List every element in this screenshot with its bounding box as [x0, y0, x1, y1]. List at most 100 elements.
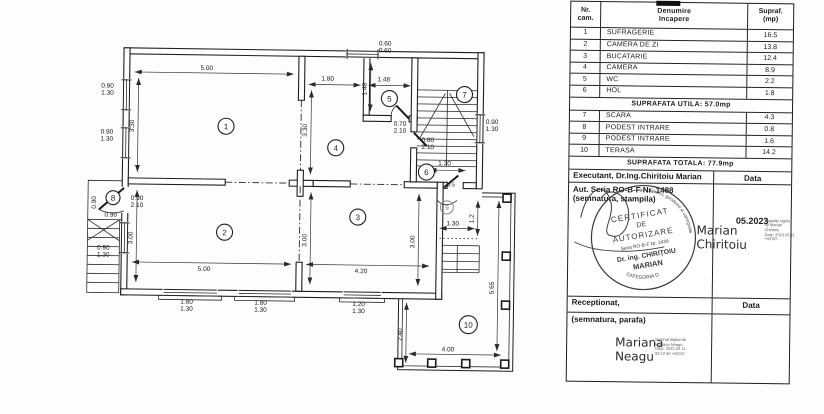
data-label: Data	[711, 298, 790, 315]
room-nr: 10	[569, 144, 600, 156]
dim-label: 1.30	[254, 307, 267, 314]
room-area: 13.8	[746, 41, 793, 53]
walls	[120, 47, 485, 300]
dim-label: 1.30	[352, 308, 365, 315]
room-number: 8	[111, 194, 116, 203]
dim-label: 1.2	[469, 214, 476, 224]
data-label: Data	[713, 171, 792, 185]
wall-stair-west-a	[410, 57, 419, 133]
wall-wc-south-a	[362, 114, 392, 123]
dim-label: 5.00	[200, 65, 213, 72]
room-number: 5	[387, 94, 392, 103]
dim-label: 1.30	[100, 135, 113, 142]
room-area: 12.4	[746, 52, 793, 65]
dim-label: 1.48	[377, 76, 390, 83]
room-name: CAMERA	[606, 64, 638, 72]
room-nr: 6	[570, 85, 601, 97]
scan-artifact	[656, 0, 681, 6]
room-nr: 7	[569, 110, 600, 122]
dim-label: 0.70	[394, 121, 407, 128]
room-nr: 8	[569, 121, 600, 133]
dim-label: 1.48	[361, 82, 368, 95]
dim-label: 4.00	[442, 346, 455, 353]
dim-label: 2.10	[394, 128, 407, 135]
room-number: 4	[333, 144, 338, 153]
receptionat-label: Receptionat,	[571, 297, 620, 308]
room-name: SUFRAGERIE	[606, 29, 655, 38]
room-nr: 1	[570, 27, 602, 39]
doors	[98, 104, 459, 214]
autorizatie-text: Aut. Seria RO-B-F Nr. 1488 (semnatura, s…	[568, 182, 713, 297]
dim-label: 0.60	[379, 40, 392, 47]
legend-panel: Nr. cam. Denumire Incapere Supraf. (mp) …	[565, 0, 795, 385]
dim-label: 0.5	[447, 182, 455, 188]
room-name: TERASA	[605, 146, 635, 155]
room-area: 8.9	[746, 64, 793, 76]
room-name: SCARA	[605, 112, 632, 120]
dim-label: 1.30	[486, 126, 499, 133]
aut-line2: (semnatura, stampila)	[572, 193, 656, 204]
room-area: 16.5	[746, 29, 793, 41]
wc-door-leaf	[395, 104, 410, 120]
stair-door-leaf	[413, 132, 428, 147]
room-nr: 3	[570, 50, 601, 62]
dim-label: 0.90	[131, 195, 144, 202]
wall-right-lower	[435, 181, 444, 300]
room-area: 2.2	[746, 76, 793, 88]
dimension-lines	[132, 63, 502, 363]
stamp-cell: Aut. Seria RO-B-F Nr. 1488 (semnatura, s…	[567, 180, 795, 300]
header-suprafata: Supraf. (mp)	[747, 3, 794, 30]
room-name: WC	[606, 75, 619, 84]
semnatura-cell: (semnatura, parafa) Mariana Neagu Semnat…	[567, 312, 790, 384]
dim-label: 0.60	[379, 47, 392, 54]
dim-label: 3.00	[127, 231, 134, 244]
dim-label: 3.00	[409, 235, 416, 248]
room-number: 3	[355, 213, 360, 222]
front-entrance-podest	[439, 237, 480, 274]
header-nr: Nr. cam.	[571, 1, 602, 28]
dim-label: 0.90	[97, 244, 110, 251]
room-number: 2	[222, 228, 227, 237]
dim-label: 4.20	[355, 268, 368, 275]
dim-label: 1.30	[101, 89, 114, 96]
terrace	[393, 192, 516, 372]
wall-mid-2	[312, 179, 351, 188]
room-area: 1.8	[746, 87, 793, 99]
room-number: 6	[424, 168, 429, 177]
room-area: 1.6	[745, 135, 792, 147]
dim-label: 5.65	[489, 281, 496, 294]
digital-signature-note: Semnat digital de Mariana Neagu Data: 20…	[655, 336, 687, 357]
dim-label: 1.30	[97, 251, 110, 258]
wall-mid-1	[127, 177, 226, 186]
room-area: 4.3	[745, 112, 792, 124]
room-numbers: 1 2 3 4 5 6 7 8 9 10	[105, 86, 478, 335]
dim-label: 1.30	[446, 220, 459, 227]
wall-mid-3	[403, 181, 438, 189]
dim-label: 0.90	[486, 119, 499, 126]
dim-label: 5.00	[198, 266, 211, 273]
dim-label: 3.30	[302, 124, 309, 137]
room-name: CAMERA DE ZI	[606, 41, 659, 49]
room-name: HOL	[606, 87, 622, 95]
digital-signature-chiritoiu: Marian Chiritoiu	[696, 222, 748, 252]
dim-label: 0.90	[104, 212, 117, 219]
room-area: 14.2	[745, 147, 792, 159]
dim-label: 2.40	[397, 328, 404, 341]
dim-label: 0.90	[101, 128, 114, 135]
dim-label: 0.90	[101, 82, 114, 89]
dimension-labels: 5.00 3.30 0.60 0.60 1.80 3.30 1.48 1.48 …	[91, 40, 499, 353]
dim-label: 1.30	[438, 160, 451, 167]
dim-label: 2.10	[131, 202, 144, 209]
room-number: 9	[445, 205, 449, 212]
room-area: 0.8	[745, 123, 792, 136]
room-name: BUCATARIE	[606, 52, 648, 61]
wall-hol-b	[462, 181, 477, 190]
header-denumire: Denumire Incapere	[657, 7, 692, 23]
dim-label: 1.80	[254, 300, 267, 307]
wall-stair-west-b	[409, 147, 418, 183]
dim-label: 1.80	[321, 76, 334, 83]
dim-label: 1.30	[180, 306, 193, 313]
room-nr: 5	[570, 74, 601, 85]
interior-staircase	[416, 89, 478, 168]
